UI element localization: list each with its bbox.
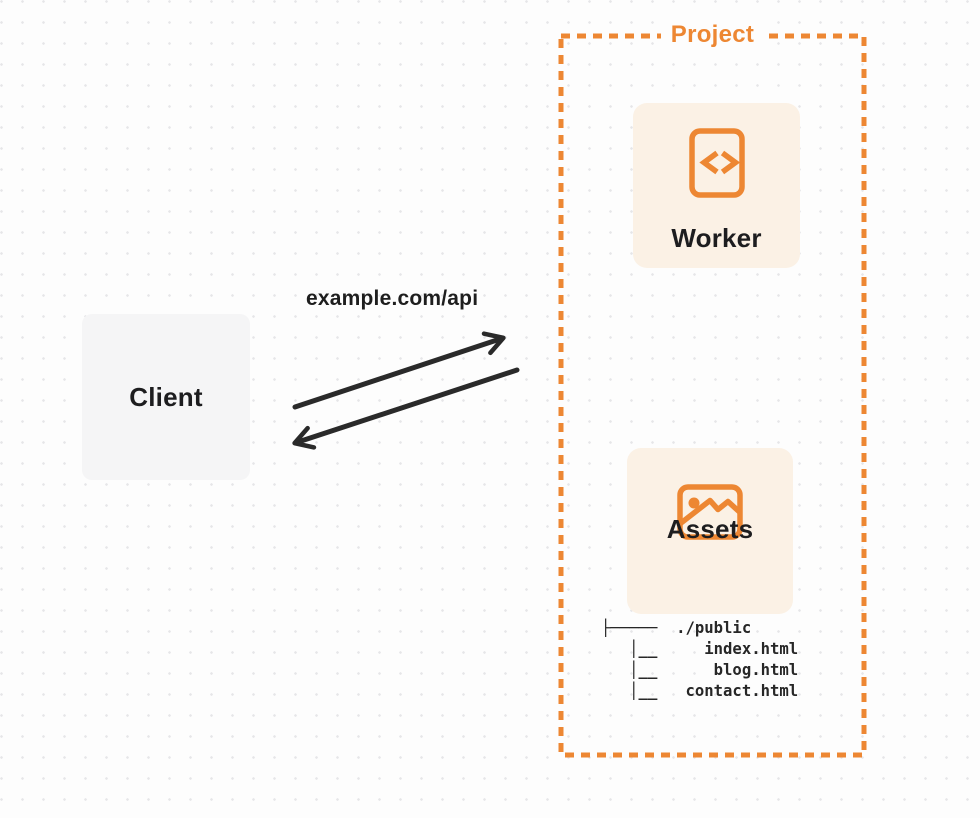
client-node: Client: [82, 314, 250, 480]
image-icon: [677, 484, 743, 540]
code-document-icon: [688, 128, 745, 198]
request-url-label: example.com/api: [306, 287, 479, 310]
assets-node: Assets: [627, 448, 793, 614]
worker-label: Worker: [671, 223, 762, 253]
client-label: Client: [129, 381, 203, 412]
worker-node: Worker: [633, 103, 800, 268]
request-arrow: [292, 331, 506, 410]
assets-label: Assets: [666, 514, 754, 544]
response-arrow: [292, 367, 520, 450]
file-tree: ├───── ./public │__ index.html │__ blog.…: [601, 619, 799, 700]
